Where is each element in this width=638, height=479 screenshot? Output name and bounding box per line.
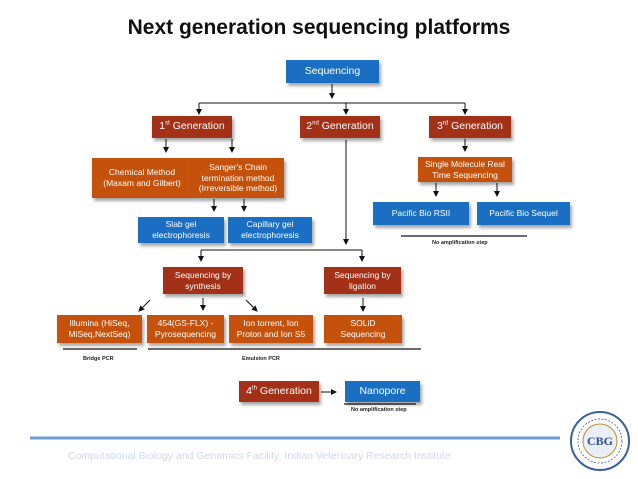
svg-text:CBG: CBG bbox=[587, 434, 613, 448]
slab-gel-box: Slab gel electrophoresis bbox=[138, 217, 224, 243]
sanger-method-box: Sanger's Chain termination method (Irrev… bbox=[192, 158, 284, 198]
fourth-generation-box: 4th Generation bbox=[239, 381, 319, 402]
454-pyrosequencing-box: 454(GS-FLX) - Pyrosequencing bbox=[147, 315, 224, 343]
third-generation-box: 3rd Generation bbox=[429, 116, 511, 138]
capillary-gel-box: Capillary gel electrophoresis bbox=[228, 217, 312, 243]
pacific-bio-sequel-box: Pacific Bio Sequel bbox=[477, 202, 570, 225]
sequencing-by-synthesis-box: Sequencing by synthesis bbox=[163, 267, 243, 294]
first-generation-box: 1st Generation bbox=[152, 116, 232, 138]
no-amplification-note-1: No amplification step bbox=[432, 240, 488, 246]
first-generation-label: 1st Generation bbox=[159, 120, 225, 133]
cbg-logo: CBG bbox=[570, 411, 630, 471]
emulsion-pcr-note: Emulsion PCR bbox=[242, 356, 280, 362]
illumina-box: Illumina (HiSeq, MiSeq,NextSeq) bbox=[57, 315, 142, 343]
solid-sequencing-box: SOLiD Sequencing bbox=[324, 315, 402, 343]
chemical-method-box: Chemical Method (Maxam and Gilbert) bbox=[92, 158, 192, 198]
nanopore-box: Nanopore bbox=[345, 381, 420, 402]
pacific-bio-rsii-box: Pacific Bio RSII bbox=[373, 202, 469, 225]
sequencing-by-ligation-box: Sequencing by ligation bbox=[324, 267, 401, 294]
third-generation-label: 3rd Generation bbox=[436, 120, 504, 133]
no-amplification-note-2: No amplification step bbox=[351, 407, 407, 413]
smrt-box: Single Molecule Real Time Sequencing bbox=[418, 157, 512, 182]
second-generation-label: 2nd Generation bbox=[306, 120, 374, 133]
fourth-generation-label: 4th Generation bbox=[246, 384, 312, 397]
footer-text: Computational Biology and Genomics Facil… bbox=[68, 450, 451, 462]
sequencing-box: Sequencing bbox=[286, 60, 379, 83]
second-generation-box: 2nd Generation bbox=[300, 116, 380, 138]
ion-torrent-box: Ion torrent, Ion Proton and Ion S5 bbox=[229, 315, 313, 343]
bridge-pcr-note: Bridge PCR bbox=[83, 356, 114, 362]
page-title: Next generation sequencing platforms bbox=[127, 16, 511, 39]
